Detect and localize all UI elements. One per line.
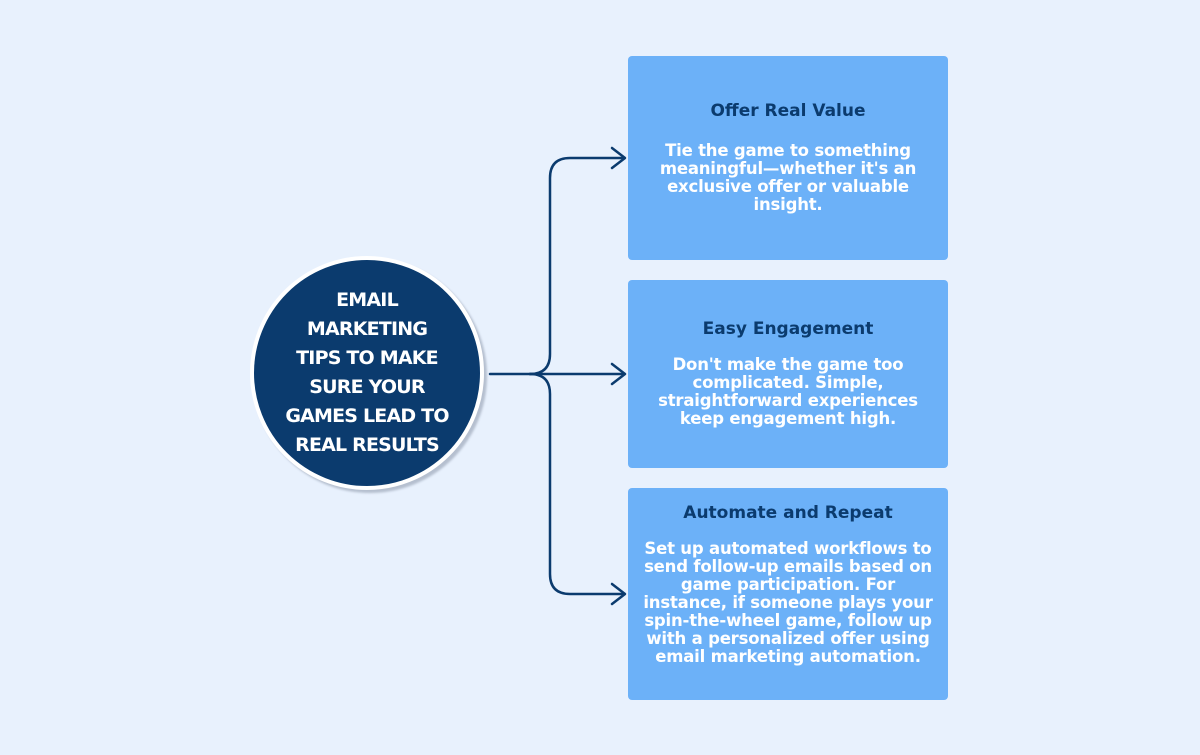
tip-card-body: Set up automated workflows to send follo…	[643, 539, 933, 666]
arrowhead-middle	[610, 362, 627, 386]
arrowhead-bottom	[610, 582, 627, 606]
tip-card-easy-engagement: Easy Engagement Don't make the game too …	[628, 280, 948, 468]
central-topic-title: EMAIL MARKETING TIPS TO MAKE SURE YOUR G…	[285, 289, 449, 456]
arrowhead-top	[610, 146, 627, 170]
branch-curve-top	[528, 156, 626, 376]
central-topic-circle: EMAIL MARKETING TIPS TO MAKE SURE YOUR G…	[250, 256, 484, 490]
branch-curve-bottom	[528, 372, 626, 596]
tip-card-body: Don't make the game too complicated. Sim…	[658, 355, 918, 428]
tip-card-body: Tie the game to something meaningful—whe…	[659, 141, 917, 214]
tip-card-title: Automate and Repeat	[683, 503, 893, 523]
tip-card-automate-and-repeat: Automate and Repeat Set up automated wor…	[628, 488, 948, 700]
tip-card-offer-real-value: Offer Real Value Tie the game to somethi…	[628, 56, 948, 260]
tip-card-title: Offer Real Value	[710, 101, 866, 121]
tip-card-title: Easy Engagement	[702, 319, 874, 339]
